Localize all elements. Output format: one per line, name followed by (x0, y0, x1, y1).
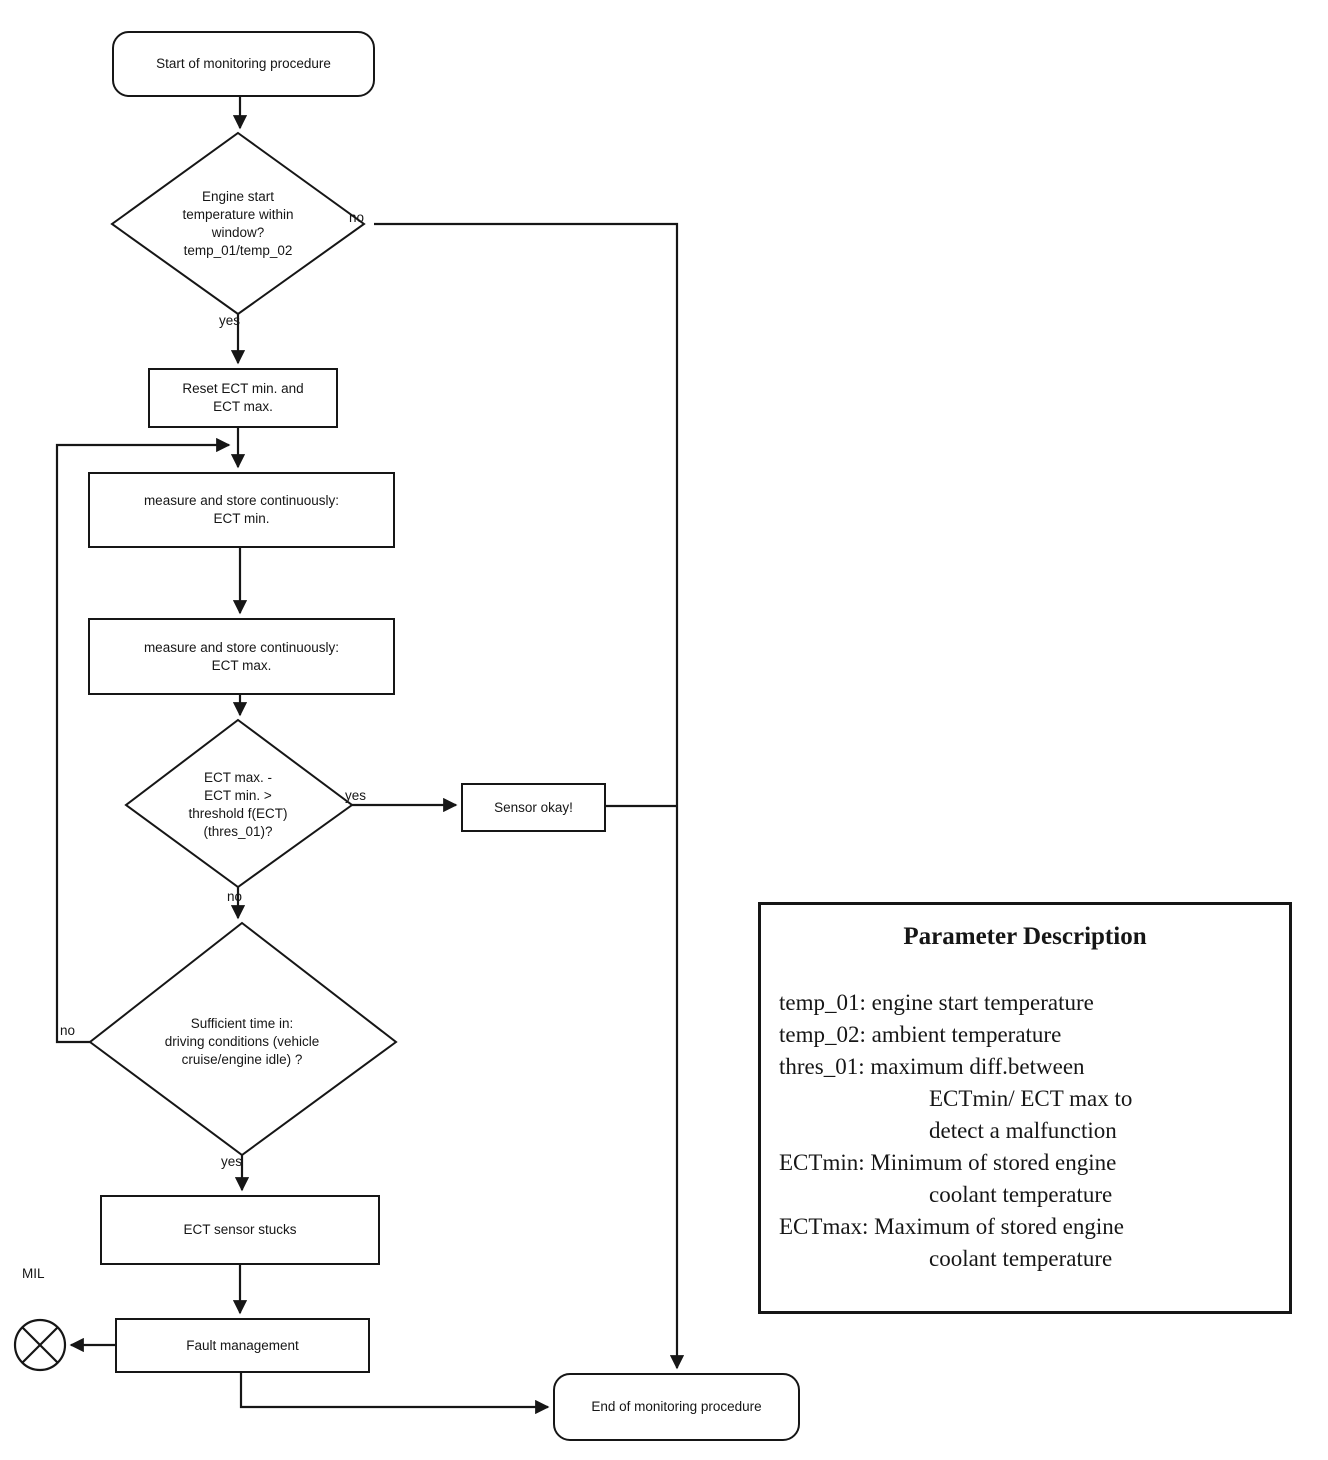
decision-text-sufficient-time: Sufficient time in: driving conditions (… (164, 1016, 320, 1067)
mil-label: MIL (22, 1266, 45, 1281)
decision-diamond-sufficient-time (88, 921, 398, 1157)
node-measure-ect-min: measure and store continuously: ECT min. (88, 472, 395, 548)
edge-label-d2-yes: yes (345, 788, 367, 803)
node-sensor-okay: Sensor okay! (461, 783, 606, 832)
legend-line-thres01-cont2: detect a malfunction (929, 1118, 1117, 1143)
node-start: Start of monitoring procedure (112, 31, 375, 97)
node-measure-ect-max: measure and store continuously: ECT max. (88, 618, 395, 695)
decision-diamond-threshold (124, 718, 354, 889)
legend-line-temp02: temp_02: ambient temperature (779, 1022, 1062, 1047)
edge-label-d1-no: no (349, 210, 365, 225)
node-reset-ect: Reset ECT min. and ECT max. (148, 368, 338, 428)
legend-line-temp01: temp_01: engine start temperature (779, 990, 1094, 1015)
parameter-description-body: temp_01: engine start temperature temp_0… (761, 987, 1289, 1275)
node-end: End of monitoring procedure (553, 1373, 800, 1441)
edge-label-d1-yes: yes (219, 313, 241, 328)
parameter-description-title: Parameter Description (903, 923, 1147, 950)
node-ect-sensor-stucks: ECT sensor stucks (100, 1195, 380, 1265)
decision-text-threshold: ECT max. - ECT min. > threshold f(ECT) (… (188, 770, 288, 839)
edge-label-d3-yes: yes (221, 1154, 243, 1169)
edge-label-d2-no: no (227, 889, 243, 904)
legend-line-ectmax-cont: coolant temperature (929, 1246, 1113, 1271)
legend-line-ectmin-cont: coolant temperature (929, 1182, 1113, 1207)
decision-diamond-engine-start-temperature (110, 131, 366, 316)
legend-line-ectmin: ECTmin: Minimum of stored engine (779, 1150, 1117, 1175)
edge-label-d3-no: no (60, 1023, 76, 1038)
parameter-description-box: Parameter Description temp_01: engine st… (758, 902, 1292, 1314)
legend-line-thres01-cont1: ECTmin/ ECT max to (929, 1086, 1133, 1111)
node-fault-management: Fault management (115, 1318, 370, 1373)
legend-line-ectmax: ECTmax: Maximum of stored engine (779, 1214, 1124, 1239)
legend-line-thres01: thres_01: maximum diff.between (779, 1054, 1085, 1079)
mil-indicator-icon (13, 1318, 67, 1372)
decision-text-engine-start-temperature: Engine start temperature within window? … (182, 189, 294, 258)
